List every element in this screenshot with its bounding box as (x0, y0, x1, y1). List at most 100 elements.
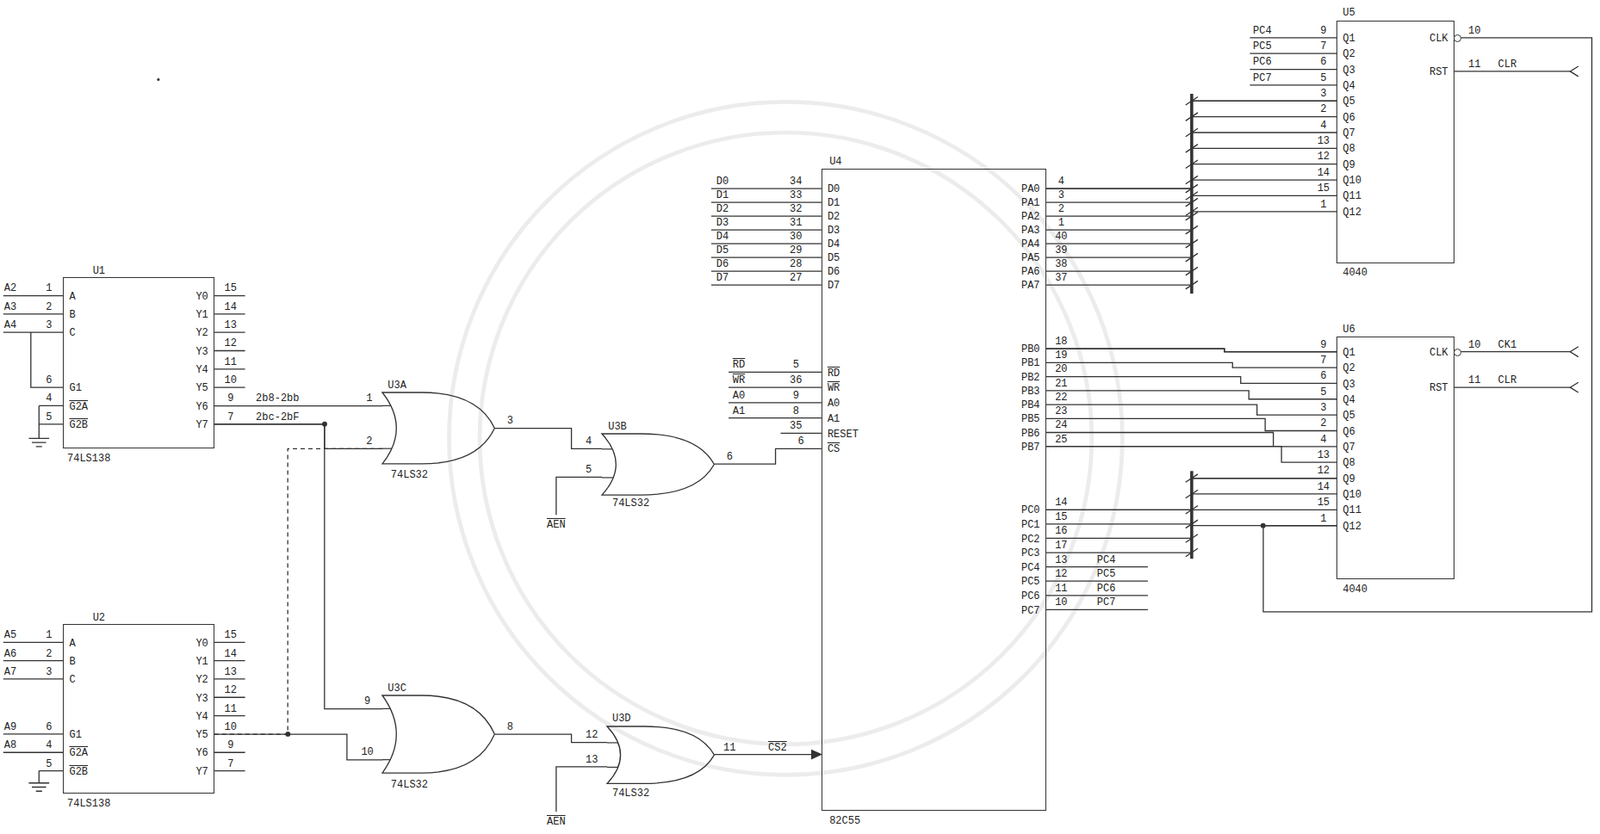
pin-name: Q7 (1342, 442, 1355, 453)
pin-number: 10 (224, 722, 237, 733)
signal-name: PC4 (1097, 555, 1117, 566)
pin-name: PC3 (1021, 548, 1041, 559)
pin-name: PC0 (1021, 505, 1041, 516)
pin-name: Q2 (1342, 49, 1355, 60)
pin-number: 17 (1054, 540, 1067, 552)
pin-name: RESET (827, 429, 859, 441)
gate-input-stub (382, 708, 391, 710)
signal-name: PC4 (1252, 25, 1272, 37)
pin-number: 3 (507, 415, 514, 427)
watermark-ring (479, 132, 1092, 745)
u6-q-wires (1191, 478, 1337, 527)
pin-number: 36 (789, 375, 802, 386)
pin-number: 35 (789, 421, 802, 432)
pin-number: 6 (45, 722, 52, 733)
pin-number: 3 (45, 667, 52, 678)
part-number: 4040 (1342, 267, 1368, 279)
pin-number: 1 (1058, 217, 1065, 229)
pin-name: Y2 (195, 328, 208, 339)
pin-name: Q12 (1342, 521, 1362, 533)
pin-number: 11 (723, 743, 736, 754)
pin-number: 18 (1054, 336, 1067, 348)
pin-number: 10 (360, 747, 373, 758)
ic-chip: U64040Q1Q2Q3Q4Q5Q6Q7Q8Q9Q10Q11Q12CLKRST (1336, 336, 1454, 580)
wire-connector (214, 424, 384, 710)
pin-number: 7 (227, 759, 234, 770)
pin-name: Y1 (195, 310, 208, 321)
ref-designator: U3B (607, 421, 627, 433)
stray-dot (156, 78, 160, 81)
pin-number: 6 (1320, 56, 1327, 68)
port-a-wires (1045, 188, 1191, 286)
pin-name: Y7 (195, 420, 208, 431)
pin-name: D5 (827, 253, 840, 264)
control-input-wires (1453, 71, 1570, 388)
wire-connector (495, 428, 602, 450)
or-gate-symbol (382, 695, 495, 774)
pin-name: PB7 (1021, 442, 1041, 453)
pin-name: PA5 (1021, 253, 1041, 264)
pin-name: Y4 (195, 712, 208, 723)
port-b-wires (1045, 348, 1337, 463)
watermark (448, 101, 1123, 776)
pin-number: 14 (1317, 482, 1330, 493)
pin-number: 31 (789, 217, 802, 229)
pin-name: Q6 (1342, 427, 1355, 438)
pin-number: 23 (1054, 406, 1067, 417)
pin-name: PB1 (1021, 358, 1041, 369)
pin-number: 13 (1317, 136, 1330, 147)
signal-name: 2bc-2bF (255, 412, 299, 423)
pin-number: 4 (45, 393, 52, 404)
pin-name: Q11 (1342, 505, 1362, 516)
pin-number: 4 (585, 436, 592, 447)
signal-name: PC6 (1097, 583, 1117, 595)
signal-name: CLR (1498, 59, 1518, 70)
pin-name: D7 (827, 280, 840, 292)
pin-number: 33 (789, 190, 802, 201)
gate-input-stub (601, 477, 614, 478)
pin-name: Y6 (195, 748, 208, 759)
pin-number: 10 (1054, 597, 1067, 608)
pin-number: 5 (45, 759, 52, 770)
pin-name: G1 (68, 383, 81, 394)
pin-number: 13 (585, 755, 598, 766)
pin-name: PA0 (1021, 184, 1041, 195)
pin-name: Y2 (195, 675, 208, 686)
pin-number: 12 (1317, 465, 1330, 477)
pin-number: 38 (1054, 259, 1067, 270)
or-gate-symbol (382, 392, 495, 465)
gate-input-stub (601, 448, 613, 450)
pin-name: A (68, 638, 75, 650)
wire-connector (1046, 348, 1338, 353)
ref-designator: U5 (1342, 7, 1355, 19)
pin-name: G1 (68, 730, 81, 741)
pin-number: 9 (227, 393, 234, 404)
signal-name: PC7 (1097, 597, 1117, 608)
gate-input-stub (607, 742, 619, 744)
pin-name: G2B (68, 767, 88, 778)
ic-chip: U274LS138ABCG1G2AG2BY0Y1Y2Y3Y4Y5Y6Y7 (62, 624, 214, 794)
ref-designator: U3D (612, 713, 632, 725)
part-number: 74LS32 (390, 470, 428, 481)
wire-connector (713, 448, 821, 465)
pin-number: 13 (224, 320, 237, 331)
signal-name: D5 (716, 245, 729, 256)
pin-name: Q4 (1342, 80, 1355, 92)
pin-name: Q1 (1342, 33, 1355, 44)
or-gate-outline (607, 726, 714, 784)
pin-name: RD (827, 368, 840, 379)
pin-number: 15 (1317, 497, 1330, 509)
ground-symbol (28, 438, 50, 447)
pin-number: 3 (45, 320, 52, 331)
port-c-wires (1045, 509, 1191, 610)
signal-name: AEN (546, 817, 566, 828)
pin-number: 14 (1317, 167, 1330, 179)
pin-name: RST (1429, 383, 1449, 394)
signal-name: A3 (4, 302, 17, 313)
clock-bubble (1453, 34, 1462, 43)
pin-number: 13 (1054, 555, 1067, 566)
pin-number: 28 (789, 259, 802, 270)
ref-designator: U2 (93, 613, 106, 624)
wire-connector (1263, 37, 1593, 613)
pin-number: 12 (1054, 569, 1067, 580)
